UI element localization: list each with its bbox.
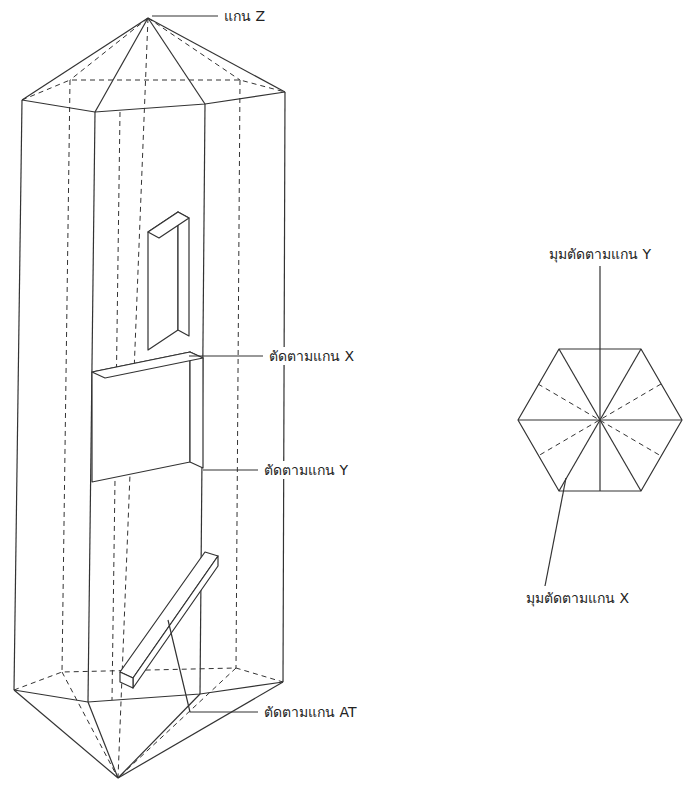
axis-label: ตัดตามแกน AT: [262, 703, 359, 721]
axis-label: มุมตัดตามแกน X: [524, 589, 631, 607]
axis-label: ตัดตามแกน X: [267, 347, 356, 365]
axis-label: ตัดตามแกน Y: [262, 461, 350, 479]
axis-label: มุมตัดตามแกน Y: [547, 245, 653, 263]
axis-label: แกน Z: [222, 7, 267, 25]
